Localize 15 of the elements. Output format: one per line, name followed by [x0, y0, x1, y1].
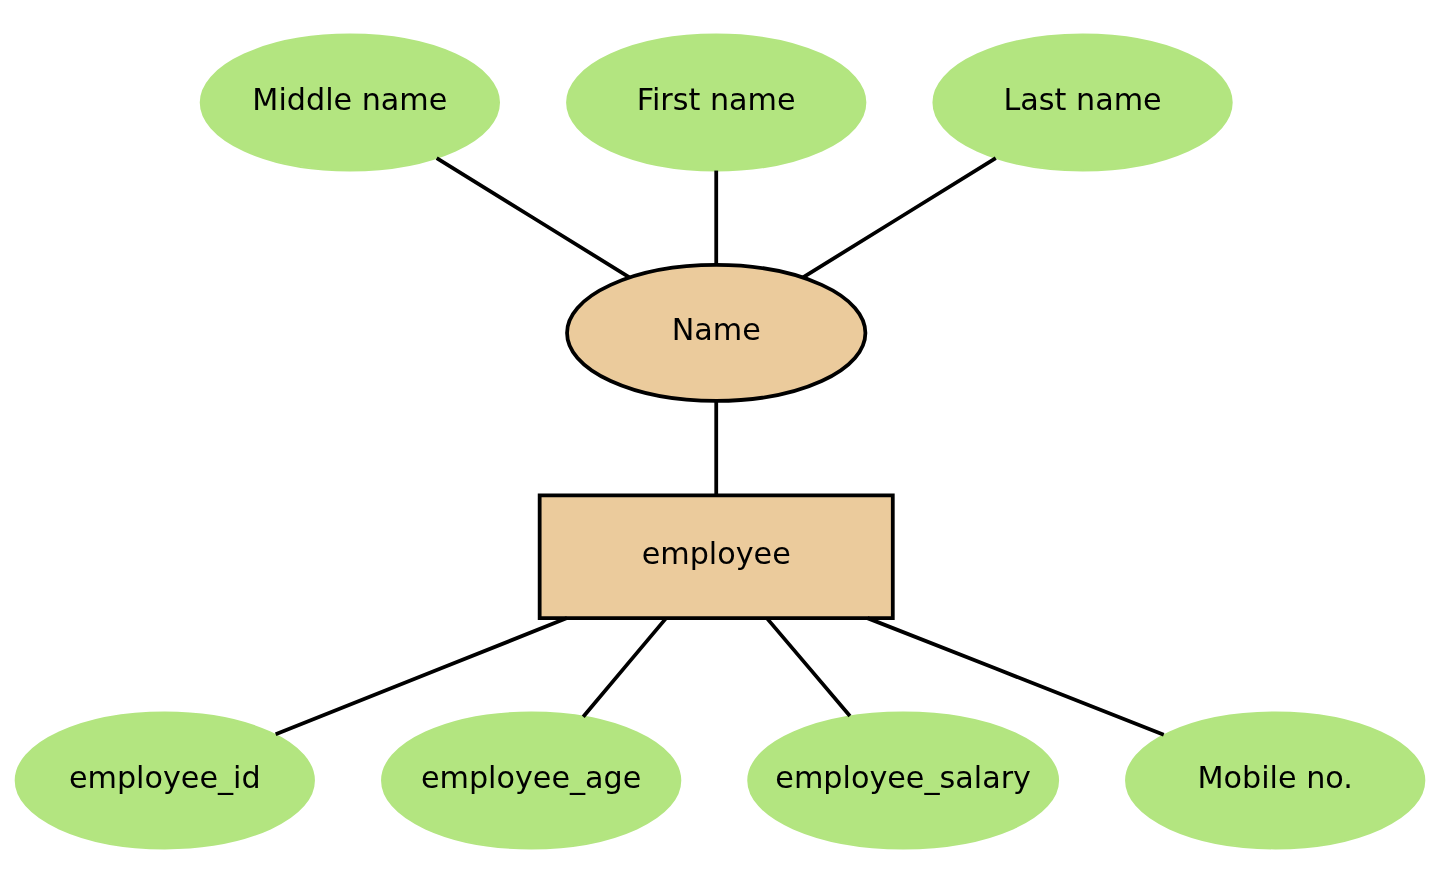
connector [274, 616, 568, 737]
node-box: employee [537, 493, 895, 620]
connector [802, 156, 997, 279]
node-ellipse: Last name [932, 33, 1233, 172]
connector [714, 401, 719, 496]
node-ellipse: Name [565, 263, 868, 403]
node-ellipse: employee_age [381, 711, 682, 850]
node-ellipse: First name [566, 33, 867, 172]
node-ellipse: employee_salary [747, 711, 1060, 850]
node-ellipse: employee_id [14, 711, 315, 850]
connector [866, 616, 1165, 737]
connector [714, 170, 719, 265]
node-ellipse: Mobile no. [1125, 711, 1426, 850]
node-ellipse: Middle name [199, 33, 500, 172]
connector [435, 156, 631, 279]
